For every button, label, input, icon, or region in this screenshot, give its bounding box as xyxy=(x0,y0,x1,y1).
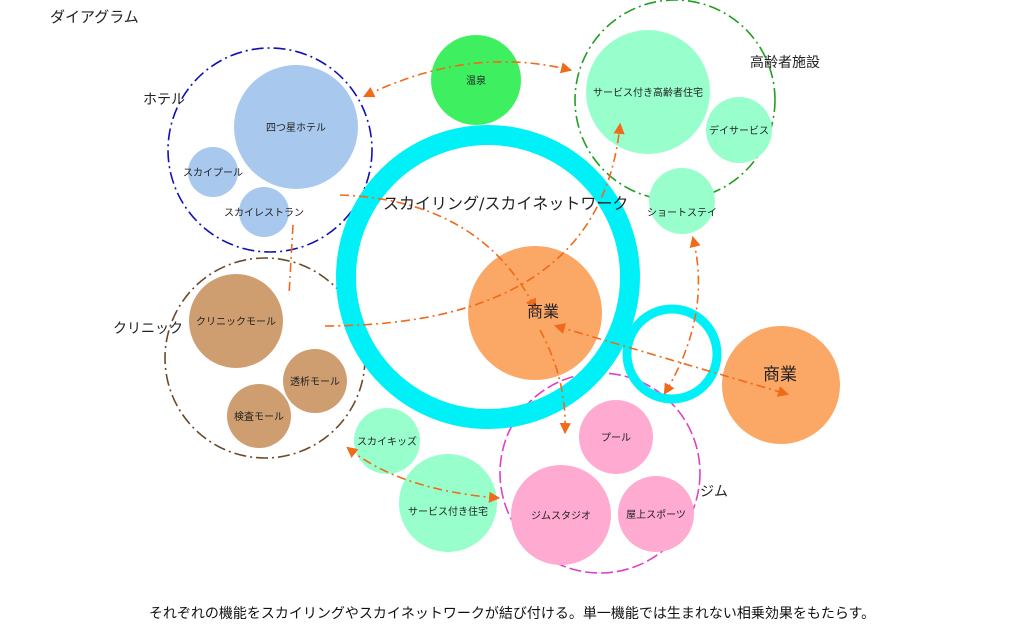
onsen-label: 温泉 xyxy=(466,74,486,87)
gym-label: ジム xyxy=(700,484,728,500)
sky-ring xyxy=(336,125,640,429)
arrow-kids-gym xyxy=(346,446,501,503)
test-mall-label: 検査モール xyxy=(234,410,284,423)
short-stay-circle xyxy=(649,168,715,234)
gym-studio-label: ジムスタジオ xyxy=(531,510,591,522)
diagram-caption: それぞれの機能をスカイリングやスカイネットワークが結び付ける。単一機能では生まれ… xyxy=(148,606,876,622)
sky-kids-label: スカイキッズ xyxy=(357,435,417,448)
outer-commerce-label: 商業 xyxy=(763,365,797,385)
arrow-hotel-clinic xyxy=(288,224,294,296)
outer-commerce-circle xyxy=(722,326,840,444)
arrow-clinic-elderly xyxy=(324,122,625,327)
rooftop-sports-circle xyxy=(618,476,694,552)
serviced-housing-circle xyxy=(399,454,497,552)
clinic-label: クリニック xyxy=(113,321,183,337)
four-star-hotel-label: 四つ星ホテル xyxy=(266,122,326,134)
clinic-mall-label: クリニックモール xyxy=(196,316,276,328)
arrow-commerce-outer xyxy=(553,323,790,397)
arrow-hotel-commerce xyxy=(339,194,537,310)
pool-circle xyxy=(579,400,653,474)
hotel-label: ホテル xyxy=(143,92,185,108)
rooftop-sports-label: 屋上スポーツ xyxy=(626,509,686,521)
short-stay-label: ショートステイ xyxy=(647,208,717,219)
serviced-elderly-housing-label: サービス付き高齢者住宅 xyxy=(593,86,703,99)
day-service-circle xyxy=(706,97,772,163)
sky-network-ring xyxy=(622,304,722,404)
diagram-title: ダイアグラム xyxy=(50,8,139,26)
test-mall-circle xyxy=(227,384,291,448)
sky-restaurant-circle xyxy=(239,187,289,237)
sky-restaurant-label: スカイレストラン xyxy=(224,207,304,219)
elderly-label: 高齢者施設 xyxy=(750,54,820,71)
day-service-label: デイサービス xyxy=(709,124,769,137)
clinic-mall-circle xyxy=(189,274,283,368)
hotel-group-ring xyxy=(167,47,373,253)
sky-pool-circle xyxy=(188,147,238,197)
dialysis-mall-circle xyxy=(283,349,347,413)
pool-label: プール xyxy=(601,432,631,444)
central-commerce-label: 商業 xyxy=(527,302,559,321)
sky-pool-label: スカイプール xyxy=(183,167,243,179)
arrow-commerce-gym xyxy=(539,329,571,435)
connection-arrows xyxy=(288,60,790,503)
dialysis-mall-label: 透析モール xyxy=(290,375,340,388)
sky-ring-label: スカイリング/スカイネットワーク xyxy=(383,194,628,213)
gym-studio-circle xyxy=(511,465,611,565)
serviced-housing-label: サービス付き住宅 xyxy=(408,505,488,518)
arrow-hotel-elderly xyxy=(362,60,573,98)
four-star-hotel-circle xyxy=(234,65,358,189)
